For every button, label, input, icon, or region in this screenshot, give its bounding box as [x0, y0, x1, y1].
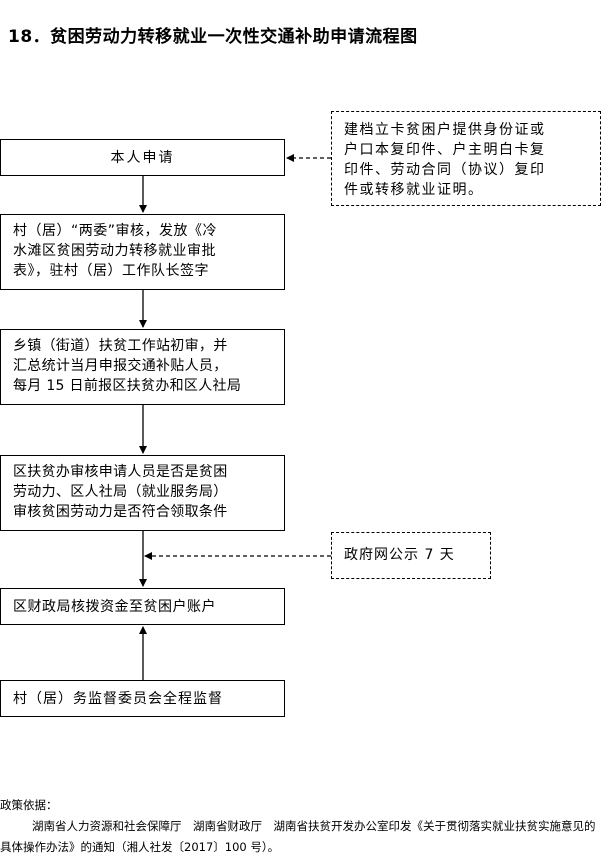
step-village-review: 村（居）“两委”审核，发放《冷 水滩区贫困劳动力转移就业审批 表》，驻村（居）工… [0, 214, 285, 290]
step-text-line: 村（居）务监督委员会全程监督 [13, 691, 223, 707]
step-supervision: 村（居）务监督委员会全程监督 [0, 680, 285, 717]
policy-heading: 政策依据： [0, 798, 58, 812]
note-text-line: 户口本复印件、户主明白卡复 [344, 142, 546, 158]
step-text-line: 本人申请 [110, 150, 175, 166]
step-text-line: 区扶贫办审核申请人员是否是贫困 [13, 464, 228, 480]
policy-text: 湖南省人力资源和社会保障厅 湖南省财政厅 湖南省扶贫开发办公室印发《关于贯彻落实… [0, 819, 596, 854]
note-text-line: 政府网公示 7 天 [344, 547, 455, 563]
step-finance-disbursement: 区财政局核拨资金至贫困户账户 [0, 588, 285, 625]
step-text-line: 村（居）“两委”审核，发放《冷 [13, 223, 218, 239]
step-text-line: 汇总统计当月申报交通补贴人员， [13, 358, 228, 374]
step-self-application: 本人申请 [0, 139, 285, 176]
note-public-notice: 政府网公示 7 天 [331, 532, 491, 579]
step-text-line: 表》，驻村（居）工作队长签字 [13, 263, 209, 279]
step-township-initial-review: 乡镇（街道）扶贫工作站初审，并 汇总统计当月申报交通补贴人员， 每月 15 日前… [0, 329, 285, 405]
page-title: 18．贫困劳动力转移就业一次性交通补助申请流程图 [8, 27, 418, 47]
note-text-line: 件或转移就业证明。 [344, 182, 484, 198]
note-text-line: 印件、劳动合同（协议）复印 [344, 162, 546, 178]
note-required-documents: 建档立卡贫困户提供身份证或 户口本复印件、户主明白卡复 印件、劳动合同（协议）复… [331, 111, 601, 206]
step-text-line: 区财政局核拨资金至贫困户账户 [13, 599, 216, 615]
note-text-line: 建档立卡贫困户提供身份证或 [344, 122, 546, 138]
step-text-line: 水滩区贫困劳动力转移就业审批 [13, 243, 216, 259]
policy-basis: 政策依据： 湖南省人力资源和社会保障厅 湖南省财政厅 湖南省扶贫开发办公室印发《… [0, 795, 605, 858]
step-district-review: 区扶贫办审核申请人员是否是贫困 劳动力、区人社局（就业服务局） 审核贫困劳动力是… [0, 455, 285, 531]
step-text-line: 劳动力、区人社局（就业服务局） [13, 484, 228, 500]
step-text-line: 审核贫困劳动力是否符合领取条件 [13, 504, 228, 520]
step-text-line: 乡镇（街道）扶贫工作站初审，并 [13, 338, 228, 354]
flow-connectors [139, 154, 331, 680]
step-text-line: 每月 15 日前报区扶贫办和区人社局 [13, 378, 242, 394]
